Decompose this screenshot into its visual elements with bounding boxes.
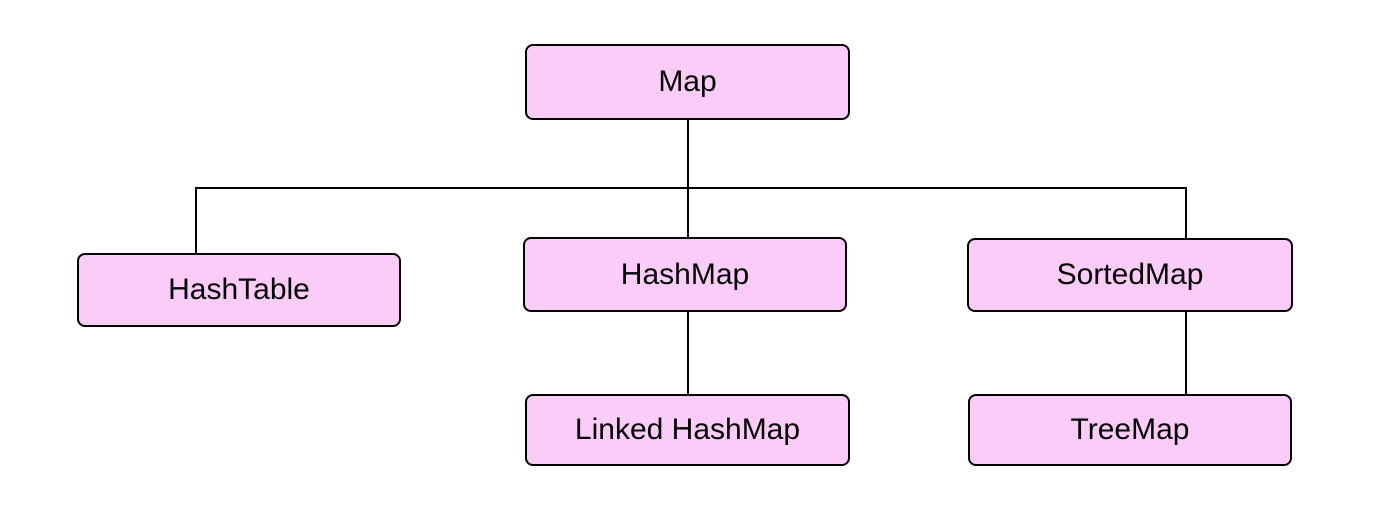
node-hashtable-label: HashTable: [168, 273, 310, 306]
node-map-label: Map: [658, 65, 717, 98]
node-sortedmap-label: SortedMap: [1056, 258, 1204, 291]
node-linked-hashmap-label: Linked HashMap: [574, 413, 801, 446]
node-treemap: TreeMap: [968, 394, 1292, 466]
node-linked-hashmap: Linked HashMap: [525, 394, 850, 466]
node-treemap-label: TreeMap: [1070, 413, 1190, 446]
node-hashtable: HashTable: [77, 253, 401, 327]
node-map: Map: [525, 44, 850, 120]
node-hashmap: HashMap: [523, 237, 847, 312]
node-hashmap-label: HashMap: [620, 257, 750, 291]
node-sortedmap: SortedMap: [967, 238, 1293, 312]
